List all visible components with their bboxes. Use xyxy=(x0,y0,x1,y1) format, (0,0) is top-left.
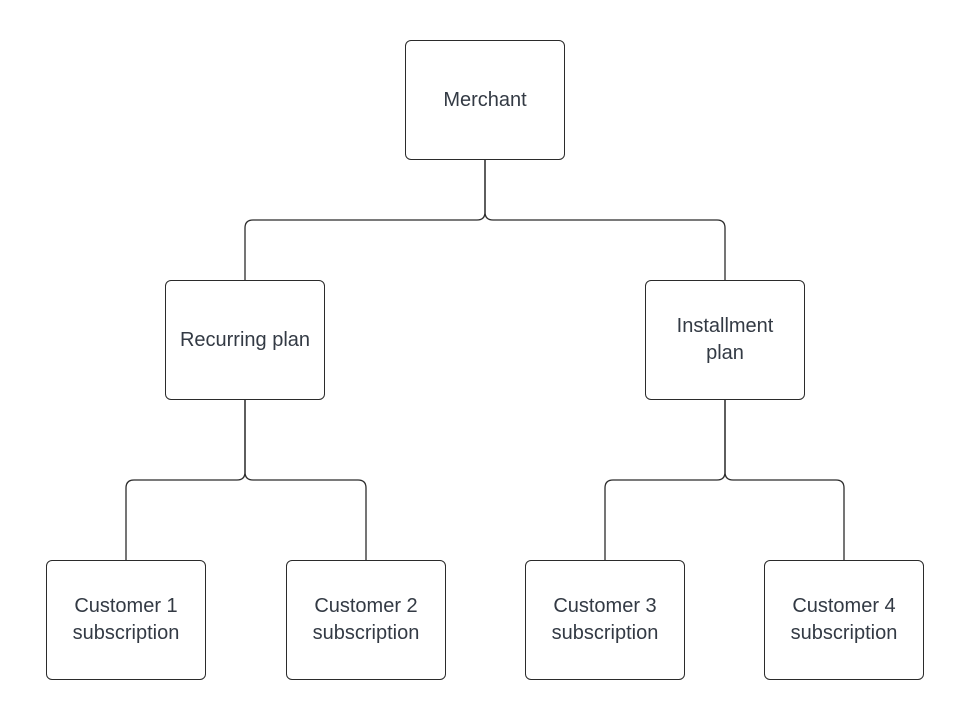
installment-plan-label: Installment plan xyxy=(676,315,774,364)
customer-4-subscription-node[interactable]: Customer 4 subscription xyxy=(764,560,924,680)
merchant-label: Merchant xyxy=(443,88,527,111)
customer-3-subscription-label: Customer 3 subscription xyxy=(551,595,659,644)
customer-3-subscription-node[interactable]: Customer 3 subscription xyxy=(525,560,685,680)
customer-1-subscription-label: Customer 1 subscription xyxy=(72,595,180,644)
connector-merchant-installment xyxy=(484,160,726,280)
connector-recurring-customer-1 xyxy=(125,400,246,560)
connector-merchant-recurring xyxy=(244,160,486,280)
merchant-node[interactable]: Merchant xyxy=(405,40,565,160)
customer-1-subscription-node[interactable]: Customer 1 subscription xyxy=(46,560,206,680)
connector-recurring-customer-2 xyxy=(244,400,367,560)
recurring-plan-label: Recurring plan xyxy=(179,328,311,351)
customer-2-subscription-label: Customer 2 subscription xyxy=(312,595,420,644)
connector-installment-customer-4 xyxy=(724,400,845,560)
installment-plan-node[interactable]: Installment plan xyxy=(645,280,805,400)
customer-4-subscription-label: Customer 4 subscription xyxy=(790,595,898,644)
recurring-plan-node[interactable]: Recurring plan xyxy=(165,280,325,400)
connector-installment-customer-3 xyxy=(604,400,726,560)
customer-2-subscription-node[interactable]: Customer 2 subscription xyxy=(286,560,446,680)
